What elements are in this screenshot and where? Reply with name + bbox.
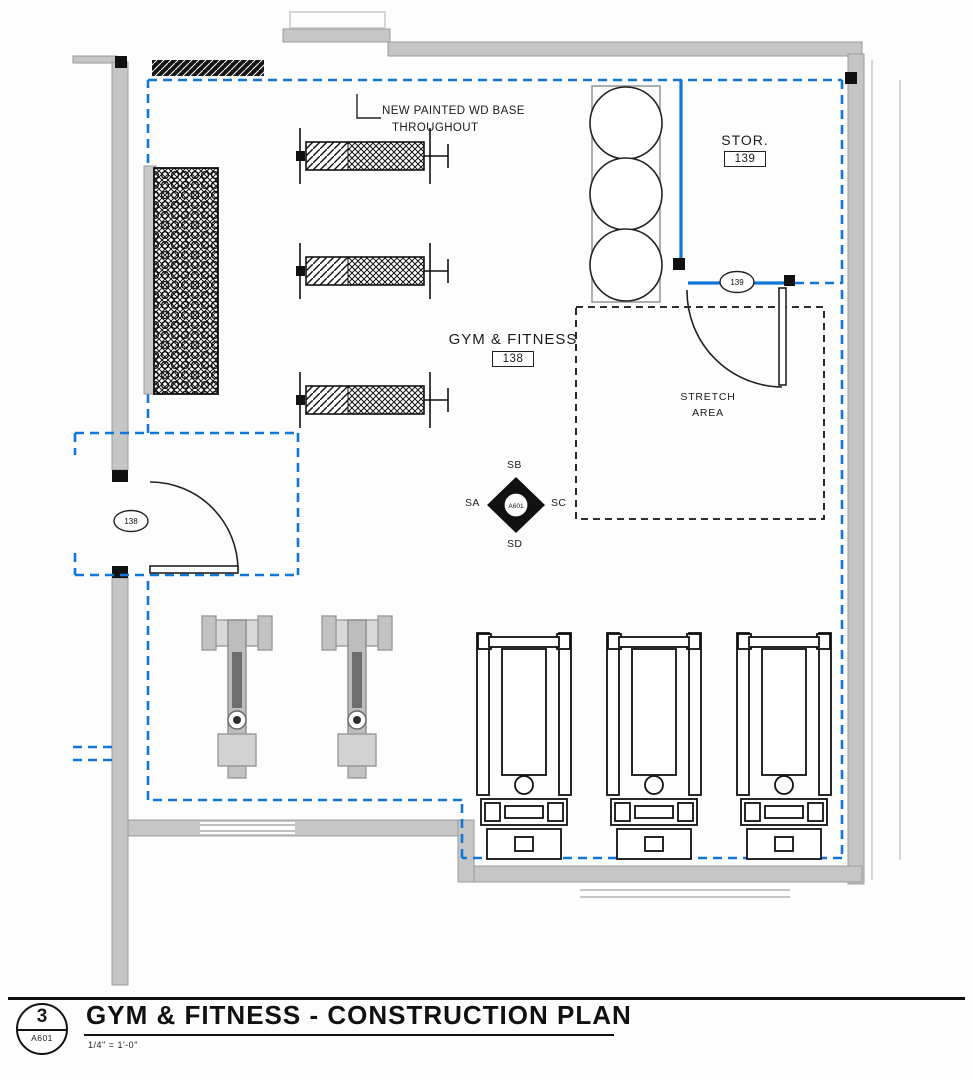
stretch-area-outline [575,306,825,520]
room-storage-name: STOR. [721,132,769,148]
title-underline [84,1034,614,1036]
detail-sheet-number: A601 [31,1032,53,1043]
stretch-area-line1: STRETCH [680,391,736,403]
detail-bubble-divider [18,1029,66,1031]
treadmill-1 [476,632,572,860]
marker-label-sc: SC [551,497,567,509]
lintel-hatched-wall [152,60,264,76]
treadmill-2 [606,632,702,860]
room-gym-number: 138 [491,351,535,367]
note-leader-line [356,94,381,119]
room-gym-name: GYM & FITNESS [448,331,578,348]
cable-machine-2 [321,615,393,779]
elevation-marker: A601 [487,477,545,533]
stretch-area-line2: AREA [692,406,724,419]
door-tag-storage-label: 139 [730,278,744,287]
treadmill-3 [736,632,832,860]
weight-bench-3 [295,371,449,429]
drawing-scale: 1/4" = 1'-0" [88,1040,138,1050]
room-gym: GYM & FITNESS 138 [423,331,603,367]
room-storage: STOR. 139 [690,132,800,167]
wd-base-note-line1: NEW PAINTED WD BASE [382,105,525,117]
detail-reference-bubble: 3 A601 [16,1003,68,1055]
drawing-title: GYM & FITNESS - CONSTRUCTION PLAN [86,1000,632,1030]
weight-bench-2 [295,242,449,300]
marker-label-sa: SA [465,497,480,509]
door-left [149,481,239,574]
door-tag-left-label: 138 [124,517,138,526]
door-tag-left: 138 [113,509,149,533]
new-partition-walls [679,80,784,285]
wd-base-note-line2: THROUGHOUT [392,122,479,135]
dumbbell-rack [143,165,219,395]
marker-label-sb: SB [507,459,522,471]
title-block-rule-top [8,997,965,1000]
detail-number: 3 [36,1006,48,1027]
door-stretch [686,287,787,388]
exercise-ball-rack [589,85,663,303]
wd-base-note: NEW PAINTED WD BASE THROUGHOUT [382,103,525,138]
stretch-area-label: STRETCH AREA [668,390,748,422]
storefront-window [200,822,790,898]
marker-label-sd: SD [507,538,523,550]
elevation-marker-sheet: A601 [508,503,524,510]
wall-junction-blocks [112,56,857,578]
cable-machine-1 [201,615,273,779]
door-tag-storage: 139 [719,270,755,294]
adjacent-structure-lines [289,11,901,880]
room-storage-number: 139 [723,151,767,167]
